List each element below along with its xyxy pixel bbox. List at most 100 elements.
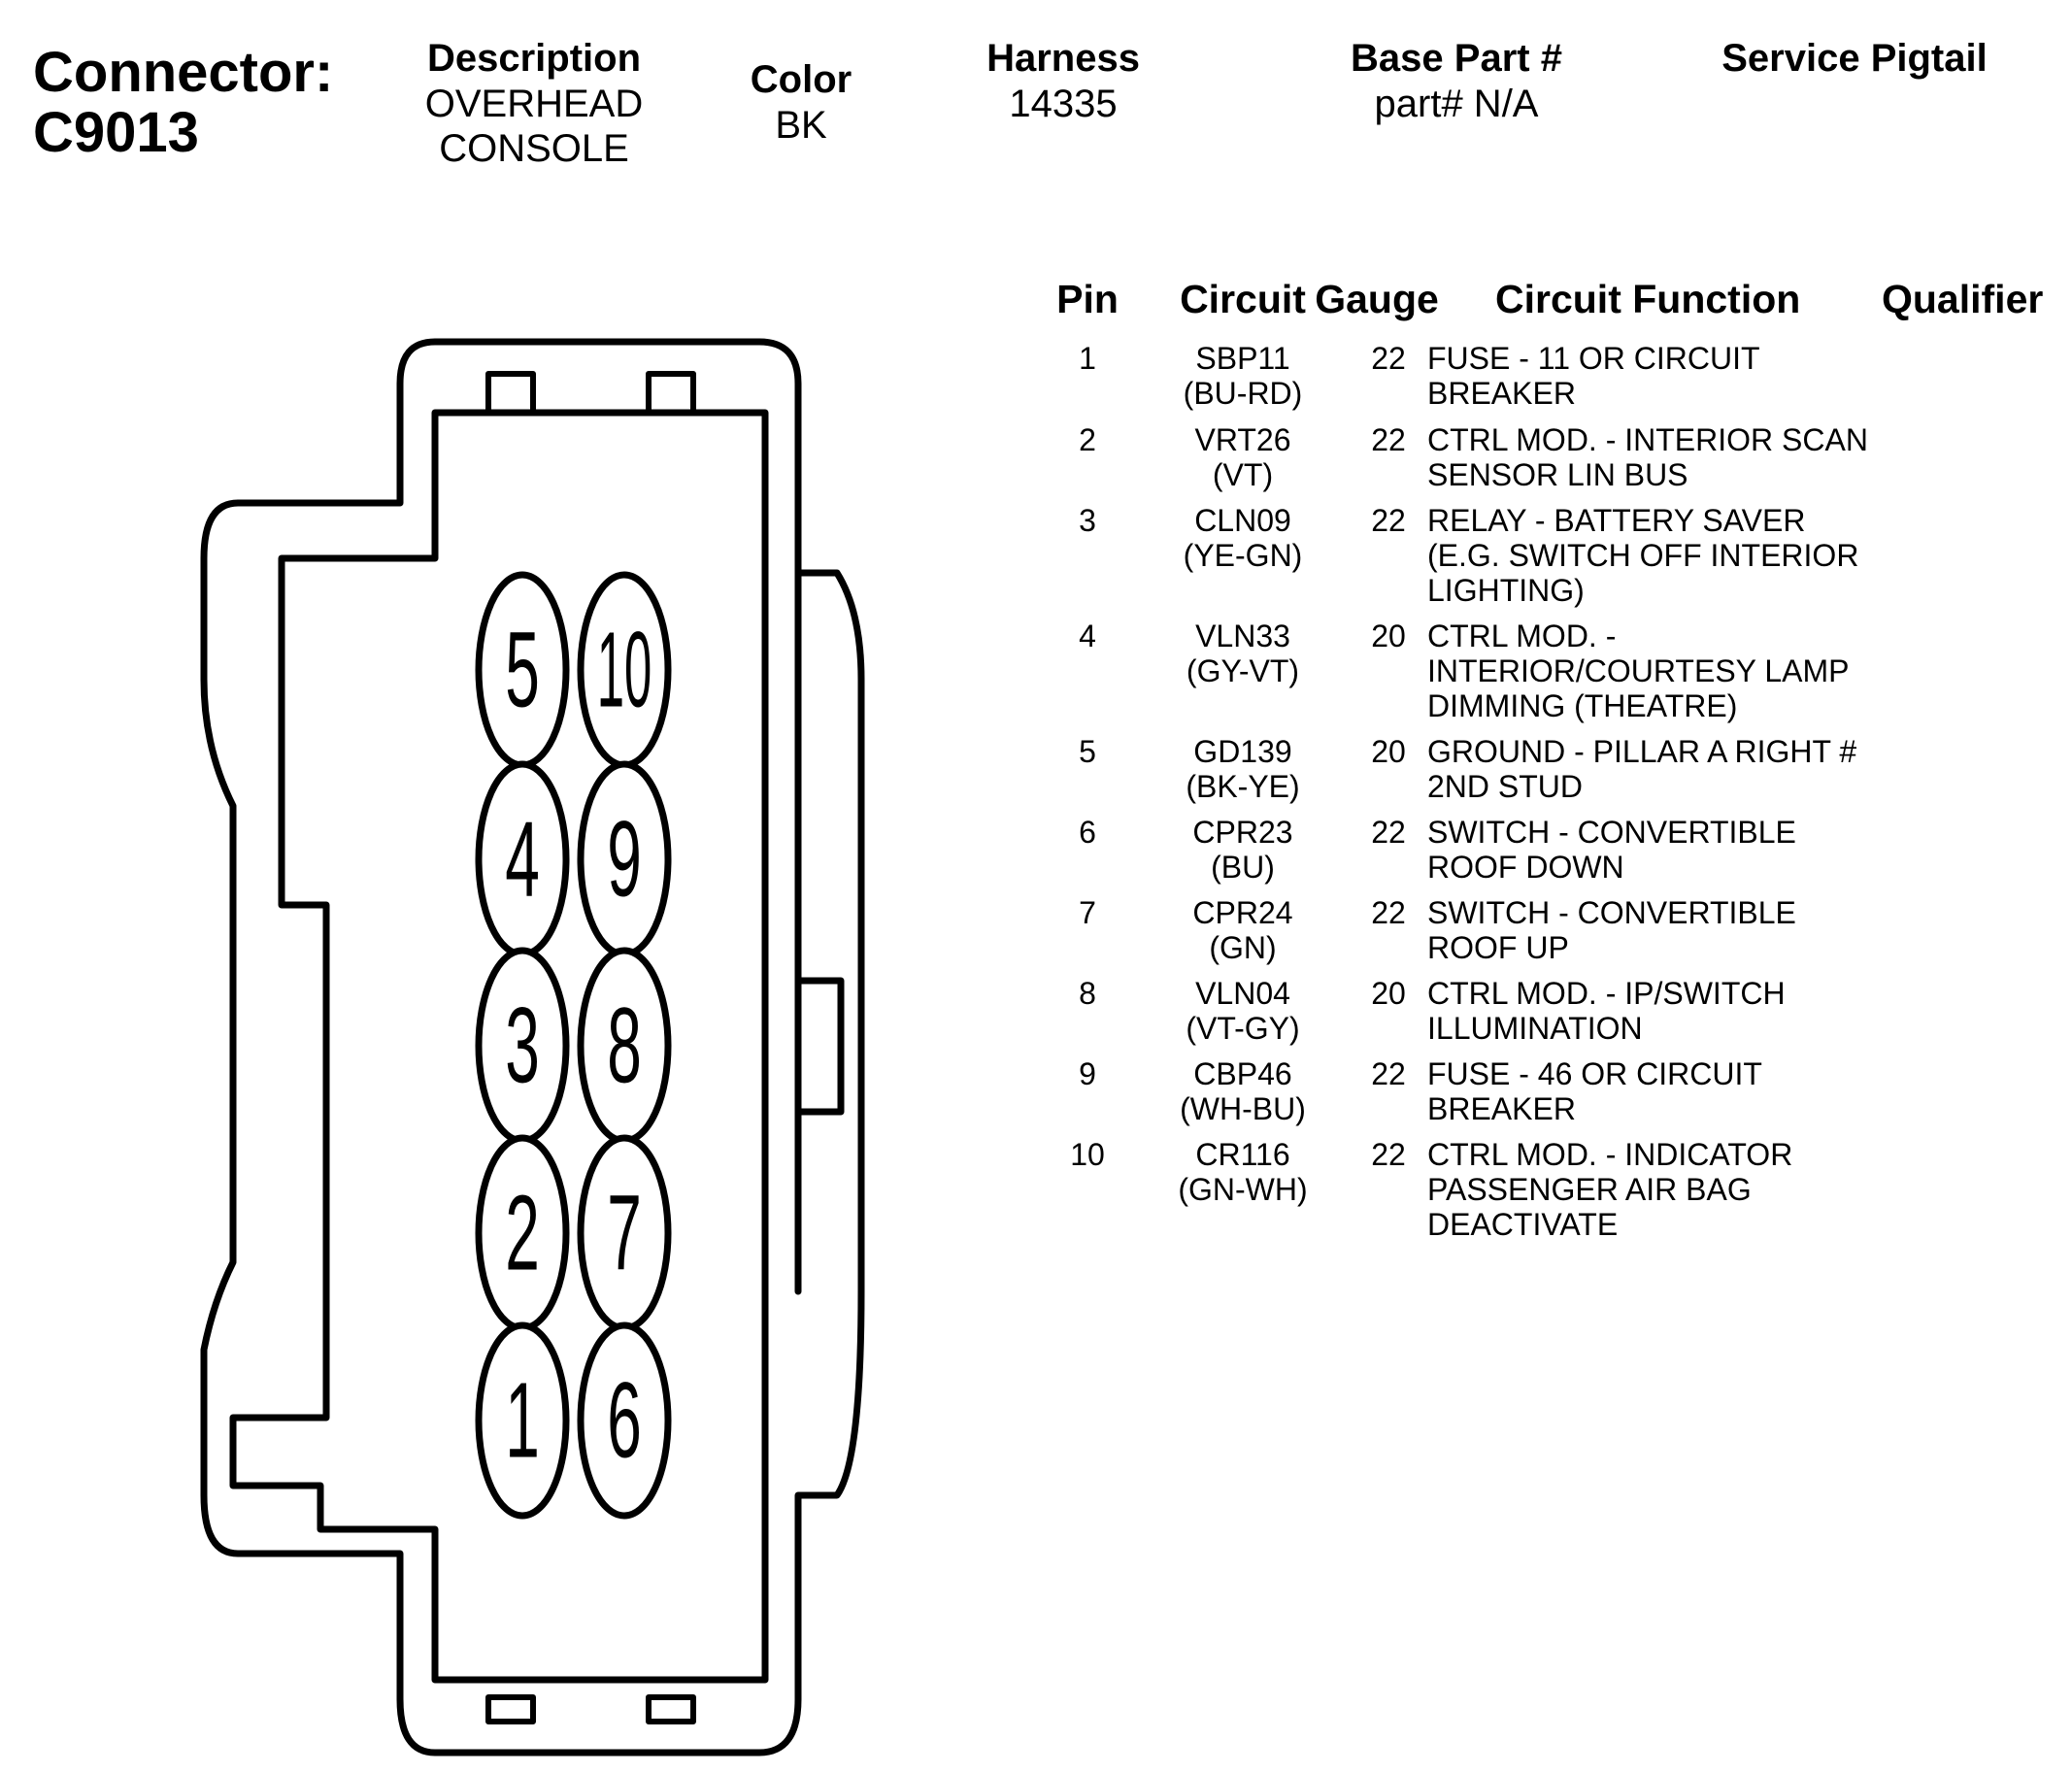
- connector-title: Connector: C9013: [33, 43, 333, 163]
- gauge-cell: 22: [1371, 895, 1406, 930]
- circuit-cell: VRT26(VT): [1155, 422, 1330, 492]
- circuit-cell: CPR23(BU): [1155, 815, 1330, 885]
- service-pigtail-label: Service Pigtail: [1721, 37, 1988, 80]
- gauge-cell: 20: [1371, 734, 1406, 769]
- color-column: Color BK: [719, 56, 884, 148]
- pin-cavity-1: [475, 1321, 570, 1520]
- function-line-3: DIMMING (THEATRE): [1427, 688, 1738, 723]
- col-header-circuit-function: Circuit Function: [1495, 277, 1801, 321]
- circuit-code: CPR24: [1192, 895, 1293, 930]
- harness-label: Harness: [986, 37, 1140, 80]
- function-line-1: CTRL MOD. -: [1427, 619, 1617, 653]
- function-line-2: BREAKER: [1427, 376, 1576, 411]
- pin-number-cell: 1: [1079, 341, 1096, 376]
- circuit-code: SBP11: [1195, 341, 1290, 376]
- pin-number-cell: 2: [1079, 422, 1096, 457]
- pin-number-cell: 10: [1070, 1137, 1105, 1172]
- pin-number-cell: 9: [1079, 1056, 1096, 1091]
- circuit-cell: GD139(BK-YE): [1155, 734, 1330, 804]
- circuit-function-cell: RELAY - BATTERY SAVER(E.G. SWITCH OFF IN…: [1427, 503, 1932, 608]
- circuit-code: VLN33: [1195, 619, 1290, 653]
- pin-label-3: 3: [505, 986, 540, 1106]
- right-notch-middle: [794, 977, 845, 1116]
- circuit-cell: SBP11(BU-RD): [1155, 341, 1330, 411]
- function-line-1: FUSE - 11 OR CIRCUIT: [1427, 341, 1760, 376]
- pin-label-6: 6: [607, 1360, 642, 1481]
- circuit-code: VLN04: [1195, 976, 1290, 1011]
- function-line-3: DEACTIVATE: [1427, 1207, 1619, 1242]
- gauge-cell: 20: [1371, 976, 1406, 1011]
- top-tab-left: [485, 371, 536, 416]
- wire-color: (BU): [1211, 850, 1275, 885]
- function-line-2: 2ND STUD: [1427, 769, 1584, 804]
- wire-color: (VT-GY): [1186, 1011, 1300, 1046]
- top-tab-right: [646, 371, 696, 416]
- function-line-1: SWITCH - CONVERTIBLE: [1427, 895, 1796, 930]
- circuit-cell: CR116(GN-WH): [1155, 1137, 1330, 1207]
- function-line-2: ROOF DOWN: [1427, 850, 1624, 885]
- service-pigtail-column: Service Pigtail: [1689, 35, 2020, 82]
- function-line-1: CTRL MOD. - IP/SWITCH: [1427, 976, 1786, 1011]
- pin-number-cell: 6: [1079, 815, 1096, 850]
- harness-value: 14335: [1009, 83, 1118, 125]
- housing-outer-outline: [200, 338, 865, 1756]
- base-part-column: Base Part # part# N/A: [1320, 35, 1592, 126]
- circuit-cell: CPR24(GN): [1155, 895, 1330, 965]
- col-header-qualifier: Qualifier: [1882, 277, 2044, 321]
- wire-color: (WH-BU): [1180, 1091, 1306, 1126]
- pin-label-9: 9: [607, 799, 642, 920]
- pin-label-8: 8: [607, 986, 642, 1106]
- wire-color: (BK-YE): [1186, 769, 1300, 804]
- function-line-2: (E.G. SWITCH OFF INTERIOR: [1427, 538, 1859, 573]
- color-value: BK: [775, 104, 827, 147]
- description-label: Description: [426, 37, 642, 80]
- wire-color: (VT): [1212, 457, 1274, 492]
- gauge-cell: 20: [1371, 619, 1406, 653]
- wire-color: (GN): [1209, 930, 1277, 965]
- col-header-circuit: Circuit: [1180, 277, 1306, 321]
- circuit-cell: CLN09(YE-GN): [1155, 503, 1330, 573]
- housing-inner-outline: [229, 409, 769, 1684]
- description-line-2: CONSOLE: [439, 127, 629, 170]
- function-line-2: SENSOR LIN BUS: [1427, 457, 1688, 492]
- connector-id: C9013: [33, 101, 199, 164]
- function-line-1: GROUND - PILLAR A RIGHT #: [1427, 734, 1857, 769]
- gauge-cell: 22: [1371, 1056, 1406, 1091]
- connector-face-diagram: 5 10 4 9 3 8 2 7 1 6: [200, 338, 865, 1756]
- circuit-code: CBP46: [1193, 1056, 1292, 1091]
- wire-color: (GY-VT): [1186, 653, 1300, 688]
- pin-number-cell: 5: [1079, 734, 1096, 769]
- pin-number-cell: 8: [1079, 976, 1096, 1011]
- gauge-cell: 22: [1371, 1137, 1406, 1172]
- circuit-code: CPR23: [1192, 815, 1293, 850]
- pin-label-4: 4: [505, 799, 540, 920]
- wire-color: (GN-WH): [1178, 1172, 1308, 1207]
- wire-color: (YE-GN): [1183, 538, 1303, 573]
- function-line-2: BREAKER: [1427, 1091, 1576, 1126]
- pin-cavity-6: [577, 1321, 672, 1520]
- pin-label-5: 5: [505, 610, 540, 730]
- function-line-2: PASSENGER AIR BAG: [1427, 1172, 1752, 1207]
- description-column: Description OVERHEAD CONSOLE: [408, 35, 660, 171]
- circuit-code: VRT26: [1194, 422, 1291, 457]
- function-line-1: CTRL MOD. - INTERIOR SCAN: [1427, 422, 1868, 457]
- bottom-tab-left: [485, 1694, 536, 1724]
- circuit-cell: VLN33(GY-VT): [1155, 619, 1330, 688]
- col-header-pin: Pin: [1056, 277, 1119, 321]
- description-line-1: OVERHEAD: [424, 83, 644, 125]
- pin-number-cell: 4: [1079, 619, 1096, 653]
- pin-label-7: 7: [607, 1173, 642, 1293]
- gauge-cell: 22: [1371, 815, 1406, 850]
- function-line-1: RELAY - BATTERY SAVER: [1427, 503, 1806, 538]
- circuit-code: GD139: [1193, 734, 1292, 769]
- gauge-cell: 22: [1371, 503, 1406, 538]
- function-line-1: FUSE - 46 OR CIRCUIT: [1427, 1056, 1762, 1091]
- circuit-cell: VLN04(VT-GY): [1155, 976, 1330, 1046]
- gauge-cell: 22: [1371, 422, 1406, 457]
